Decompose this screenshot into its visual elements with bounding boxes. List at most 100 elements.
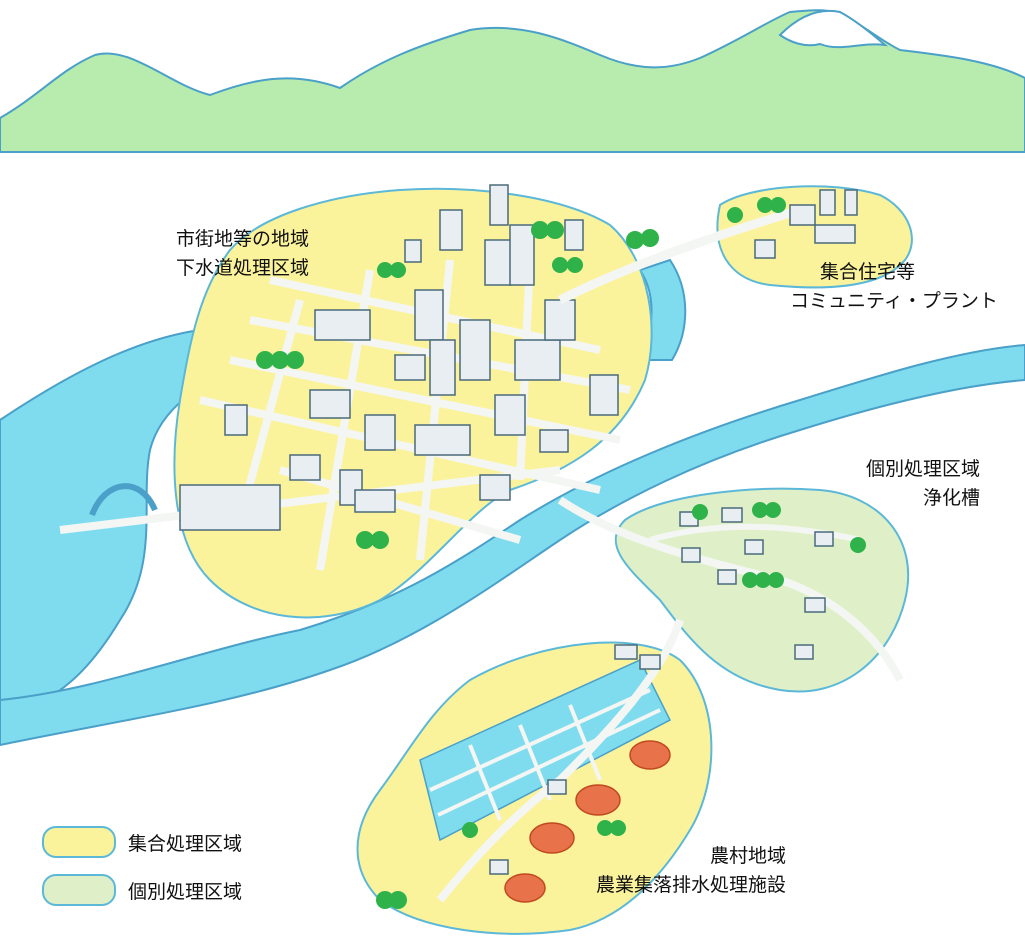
housing-area-label: 集合住宅等 コミュニティ・プラント: [790, 258, 998, 315]
pond-icon: [529, 822, 575, 854]
building-icon: [544, 299, 576, 341]
individual-zone: [557, 487, 910, 693]
individual-zone-swatch: [42, 874, 116, 906]
building-icon: [364, 414, 396, 451]
housing-area-method: コミュニティ・プラント: [790, 289, 998, 312]
building-icon: [539, 429, 569, 453]
building-icon: [354, 489, 396, 513]
tree-icon: [462, 822, 478, 838]
collective-zone-swatch: [42, 826, 116, 858]
house-icon: [794, 644, 814, 660]
building-icon: [414, 289, 444, 341]
building-icon: [494, 394, 526, 436]
house-icon: [814, 531, 834, 547]
tree-icon: [546, 221, 564, 239]
tree-icon: [286, 351, 304, 369]
individual-area-label: 個別処理区域 浄化槽: [810, 455, 980, 512]
individual-area-title: 個別処理区域: [865, 458, 980, 480]
tree-icon: [567, 257, 583, 273]
tree-icon: [376, 891, 394, 909]
tree-icon: [742, 572, 758, 588]
house-icon: [721, 507, 743, 523]
building-icon: [429, 339, 456, 396]
legend: 集合処理区域 個別処理区域: [42, 818, 242, 914]
tree-icon: [610, 820, 626, 836]
mountain-range: [0, 9, 1025, 153]
treatment-plant-icon: [179, 484, 281, 531]
building-icon: [564, 219, 584, 251]
legend-label: 集合処理区域: [128, 832, 243, 855]
house-icon: [744, 539, 764, 555]
farm-zone: [356, 618, 713, 935]
tree-icon: [552, 257, 568, 273]
legend-item-collective: 集合処理区域: [42, 818, 242, 866]
building-icon: [754, 239, 776, 259]
buildings: [179, 184, 619, 531]
house-icon: [804, 597, 826, 613]
city-zone: [59, 184, 659, 619]
tree-icon: [377, 262, 393, 278]
building-icon: [289, 454, 321, 481]
pond-icon: [504, 873, 546, 903]
tree-icon: [597, 820, 613, 836]
tree-icon: [770, 197, 786, 213]
building-icon: [484, 239, 512, 286]
tree-icon: [768, 572, 784, 588]
pond-icon: [575, 784, 621, 816]
building-icon: [814, 224, 856, 244]
building-icon: [439, 209, 463, 251]
house-icon: [547, 779, 567, 795]
tree-icon: [371, 531, 389, 549]
farm-area-method: 農業集落排水処理施設: [595, 873, 786, 896]
farm-area-label: 農村地域 農業集落排水処理施設: [568, 842, 786, 899]
snow-cap: [778, 9, 889, 49]
housing-area-title: 集合住宅等: [820, 261, 916, 283]
tree-icon: [765, 502, 781, 518]
trees: [256, 221, 659, 549]
tree-icon: [356, 531, 374, 549]
building-icon: [589, 374, 619, 416]
individual-area-method: 浄化槽: [922, 486, 980, 509]
tree-icon: [531, 221, 549, 239]
tree-icon: [641, 229, 659, 247]
tree-icon: [692, 504, 708, 520]
tree-icon: [626, 231, 644, 249]
tree-icon: [752, 502, 768, 518]
building-icon: [509, 224, 535, 286]
building-icon: [844, 189, 858, 216]
building-icon: [394, 354, 426, 381]
building-icon: [314, 309, 371, 341]
building-icon: [404, 239, 422, 263]
house-icon: [614, 644, 638, 660]
mountain-icon: [0, 9, 1025, 153]
building-icon: [489, 184, 509, 226]
house-icon: [489, 859, 509, 875]
tree-icon: [389, 891, 407, 909]
building-icon: [514, 339, 561, 381]
house-icon: [681, 547, 701, 563]
legend-label: 個別処理区域: [128, 880, 243, 903]
tree-icon: [755, 572, 771, 588]
building-icon: [309, 389, 351, 419]
building-icon: [819, 189, 836, 216]
legend-item-individual: 個別処理区域: [42, 866, 242, 914]
house-icon: [717, 569, 737, 585]
city-area-method: 下水道処理区域: [176, 256, 310, 279]
building-icon: [459, 319, 491, 381]
tree-icon: [271, 351, 289, 369]
bridge-icon: [89, 483, 158, 517]
city-area-title: 市街地等の地域: [176, 228, 310, 250]
farm-area-title: 農村地域: [709, 845, 786, 867]
tree-icon: [256, 351, 274, 369]
house-icon: [639, 654, 661, 670]
tree-icon: [757, 197, 773, 213]
city-area-label: 市街地等の地域 下水道処理区域: [176, 225, 309, 282]
tree-icon: [850, 537, 866, 553]
pond-icon: [629, 740, 671, 770]
tree-icon: [727, 207, 743, 223]
tree-icon: [390, 262, 406, 278]
building-icon: [479, 474, 511, 501]
building-icon: [224, 404, 248, 436]
housing-zone: [557, 185, 913, 305]
